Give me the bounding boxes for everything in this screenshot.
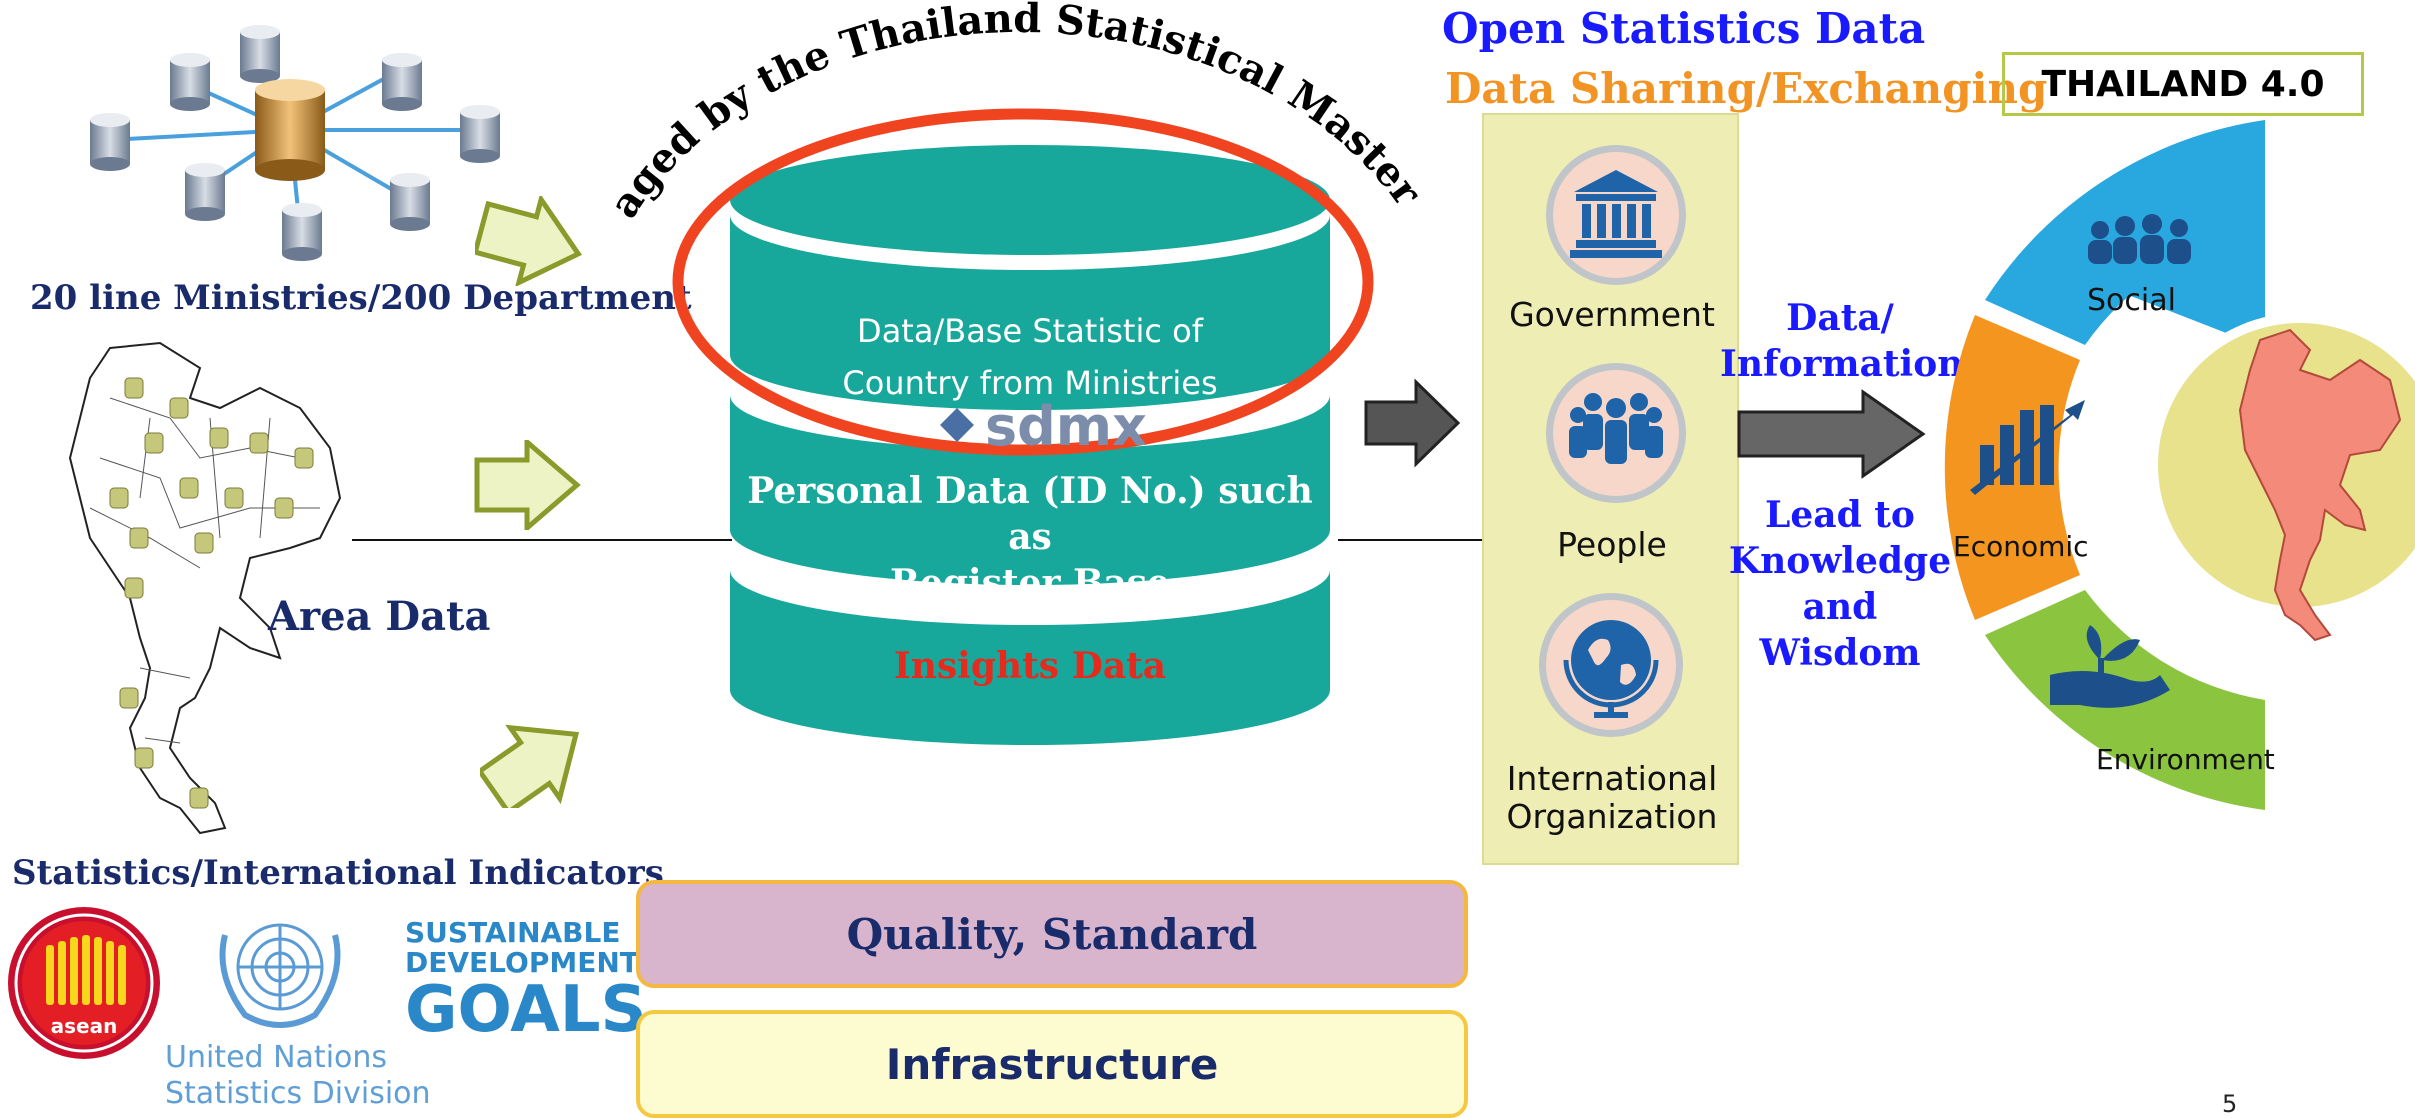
government-icon — [1546, 145, 1686, 285]
sdg-line3: GOALS — [405, 973, 647, 1047]
layer2-line1: Personal Data (ID No.) such as — [747, 470, 1313, 558]
arrow-indicators-icon — [480, 724, 580, 808]
ministries-text: line Ministries/ — [77, 278, 381, 318]
lead-line1: Lead to — [1765, 494, 1915, 536]
infrastructure-box: Infrastructure — [636, 1010, 1468, 1118]
sdmx-text: sdmx — [985, 395, 1147, 458]
stakeholder-panel: Government People International Organiza… — [1482, 113, 1739, 865]
stakeholder-international: International Organization — [1462, 760, 1762, 836]
layer1-text: Data/Base Statistic of Country from Mini… — [730, 305, 1330, 409]
layer2-line2: Register Base — [890, 562, 1170, 604]
arrow-ministries-icon — [475, 196, 582, 286]
globe-icon — [1539, 593, 1683, 737]
thailand-outline-map — [68, 341, 342, 835]
ministries-label: 20 line Ministries/200 Department — [30, 278, 692, 318]
lead-line2: Knowledge — [1728, 540, 1952, 582]
ministries-network-illustration — [90, 25, 500, 261]
economic-label: Economic — [1953, 530, 2089, 563]
sdg-line1: SUSTAINABLE — [405, 916, 621, 949]
connector-line-right — [1338, 539, 1488, 541]
stakeholder-people: People — [1557, 525, 1667, 564]
people-icon — [1546, 363, 1686, 503]
stakeholder-international-line2: Organization — [1506, 797, 1718, 836]
lead-to-knowledge-label: Lead to Knowledge and Wisdom — [1720, 492, 1960, 676]
economic-chart-icon — [1970, 400, 2085, 495]
environment-hand-plant-icon — [2050, 625, 2170, 708]
lead-line3: and Wisdom — [1759, 586, 1921, 674]
sdmx-logo: sdmx — [940, 395, 1147, 458]
unsd-line2: Statistics Division — [165, 1076, 431, 1111]
quality-standard-box: Quality, Standard — [636, 880, 1468, 988]
sdg-line2: DEVELOPMENT — [405, 946, 639, 979]
cylinder-layer-top — [730, 215, 1330, 410]
layer2-text: Personal Data (ID No.) such as Register … — [730, 468, 1330, 606]
layer1-line1: Data/Base Statistic of — [857, 312, 1203, 350]
stakeholder-international-line1: International — [1506, 759, 1718, 798]
arrow-area-icon — [474, 440, 581, 530]
thailand-40-wheel — [1944, 120, 2415, 810]
asean-logo: asean — [8, 907, 160, 1059]
thailand-map-icon — [2238, 328, 2402, 642]
environment-label: Environment — [2096, 743, 2275, 776]
cylinder-lid — [730, 145, 1330, 255]
data-information-label: Data/ Information — [1720, 295, 1964, 387]
departments-text: Department — [451, 278, 692, 318]
asean-logo-text: asean — [51, 1014, 118, 1038]
data-info-line2: Information — [1720, 343, 1964, 385]
highlight-ring — [672, 108, 1374, 456]
page-number: 5 — [2222, 1090, 2238, 1118]
open-statistics-label: Open Statistics Data — [1442, 4, 1926, 53]
data-info-line1: Data/ — [1786, 297, 1894, 339]
arrow-to-stakeholders-icon — [1364, 378, 1461, 468]
arrow-to-thailand-icon — [1737, 389, 1926, 479]
ministries-count: 20 — [30, 278, 78, 318]
layer3-text: Insights Data — [893, 645, 1167, 687]
un-emblem-logo — [219, 923, 341, 1028]
social-label: Social — [2087, 283, 2176, 318]
sdg-logo: SUSTAINABLE DEVELOPMENT GOALS — [405, 916, 647, 1047]
indicators-label: Statistics/International Indicators — [12, 853, 664, 893]
unsd-line1: United Nations — [165, 1040, 388, 1075]
layer1-line2: Country from Ministries — [842, 364, 1218, 402]
area-data-label: Area Data — [268, 593, 491, 640]
data-sharing-label: Data Sharing/Exchanging — [1445, 64, 2048, 113]
connector-line-left — [352, 539, 732, 541]
thailand-40-title: THAILAND 4.0 — [2002, 52, 2364, 116]
stakeholder-government: Government — [1509, 295, 1715, 334]
database-cylinder: Managed by the Thailand Statistical Mast… — [600, 0, 1439, 745]
unsd-label: United Nations Statistics Division — [165, 1040, 431, 1112]
social-people-icon — [2088, 214, 2191, 264]
departments-count: 200 — [380, 278, 452, 318]
